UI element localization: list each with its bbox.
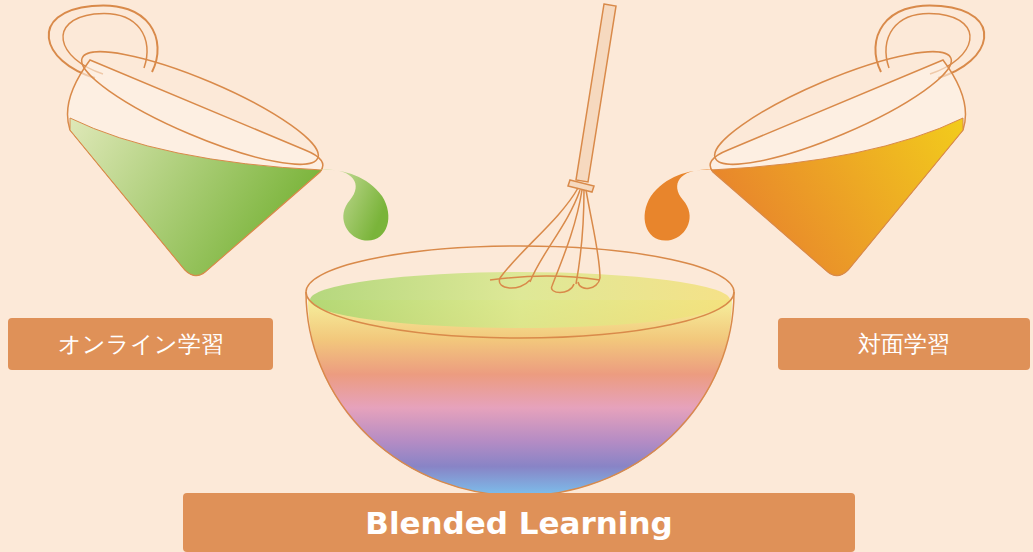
label-box: 対面学習 [778, 318, 1030, 370]
label-text: 対面学習 [858, 329, 950, 360]
whisk [490, 4, 616, 293]
label-box: オンライン学習 [8, 318, 273, 370]
label-box: Blended Learning [183, 493, 855, 552]
right-jug [645, 5, 985, 275]
label-text: Blended Learning [365, 505, 673, 541]
mixing-bowl [306, 246, 734, 496]
label-text: オンライン学習 [58, 329, 224, 360]
left-jug [49, 5, 389, 275]
